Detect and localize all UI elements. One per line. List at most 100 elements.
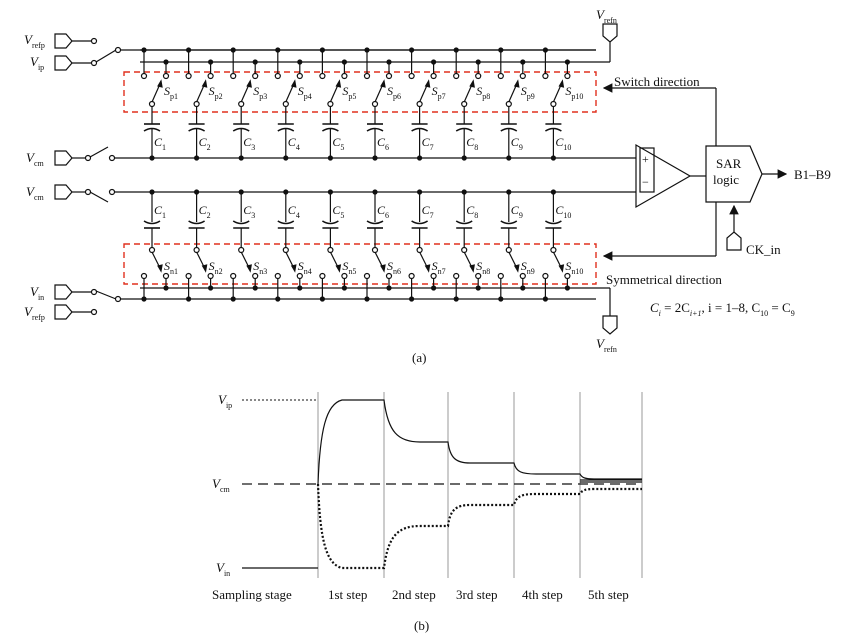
junction-dot [275, 296, 281, 302]
junction-dot [372, 155, 378, 161]
switch-pivot [371, 246, 379, 254]
switch-label-n: Sn1 [164, 259, 178, 276]
bottom-capacitor-array: Sn1C1Sn2C2Sn3C3Sn4C4Sn5C5Sn6C6Sn7C7Sn8C8… [140, 189, 583, 302]
capacitor-label-bottom: C2 [199, 203, 211, 220]
switch-terminal [475, 272, 482, 280]
vin-level-label: Vin [216, 560, 230, 578]
capacitor-plate [411, 220, 429, 225]
capacitor-label-top: C4 [288, 135, 300, 152]
switch-terminal [363, 72, 371, 80]
capacitor-plate [321, 127, 339, 132]
capacitor-plate [544, 220, 562, 225]
capacitor-label-bottom: C1 [154, 203, 166, 220]
switch-terminal [140, 72, 148, 80]
switch-terminal [319, 72, 326, 80]
capacitor-label-top: C7 [422, 135, 434, 152]
vip-waveform [317, 399, 642, 485]
switch-terminal [140, 272, 148, 280]
switch-terminal [519, 272, 526, 280]
junction-dot [208, 285, 214, 291]
switch-terminal [363, 272, 371, 280]
vcm-top-label: Vcm [26, 150, 45, 168]
switch-label-p: Sp6 [387, 84, 401, 101]
switch-terminal [162, 272, 170, 280]
switch-blade [552, 83, 562, 103]
sar-label-line2: logic [713, 172, 739, 187]
switch-blade [196, 83, 206, 103]
switch-terminal [319, 272, 326, 280]
capacitor-plate [366, 220, 384, 225]
capacitor-plate [143, 220, 161, 225]
switch-pivot [327, 246, 334, 254]
stage-label: 3rd step [456, 587, 498, 602]
junction-dot [238, 155, 244, 161]
capacitor-label-bottom: C5 [332, 203, 344, 220]
vrefp-top-label: Vrefp [24, 32, 45, 50]
switch-label-p: Sp7 [432, 84, 446, 101]
sar-logic-block [705, 145, 763, 203]
capacitor-plate [500, 127, 518, 132]
junction-dot [453, 296, 459, 302]
switch-terminal [296, 72, 303, 80]
vrefn-bottom-label: Vrefn [596, 336, 617, 354]
switch-blade [329, 83, 339, 103]
switch-label-p: Sp10 [565, 84, 583, 101]
capacitor-label-top: C9 [511, 135, 523, 152]
switch-terminal [341, 72, 348, 80]
switch-terminal [296, 272, 303, 280]
junction-dot [186, 296, 192, 302]
stage-label: 4th step [522, 587, 563, 602]
junction-dot [283, 155, 289, 161]
switch-terminal [252, 72, 259, 80]
switch-terminal [564, 272, 571, 280]
vrefn-top-label: Vrefn [596, 7, 617, 25]
capacitor-label-bottom: C10 [555, 203, 571, 220]
capacitor-label-top: C5 [332, 135, 344, 152]
junction-dot [461, 155, 467, 161]
capacitor-label-bottom: C8 [466, 203, 478, 220]
switch-terminal [564, 72, 571, 80]
switch-terminal [385, 272, 393, 280]
switch-pivot [148, 100, 156, 108]
junction-dot [386, 285, 392, 291]
switch-terminal [185, 272, 192, 280]
vip-label: Vip [30, 54, 44, 72]
input-labels: Vrefp Vip Vcm Vcm Vin Vrefp [24, 32, 45, 322]
switch-terminal [497, 272, 504, 280]
capacitor-plate [277, 220, 295, 225]
stage-label: 1st step [328, 587, 367, 602]
switch-pivot [505, 246, 512, 254]
capacitor-formula: Ci = 2Ci+1, i = 1–8, C10 = C9 [650, 300, 795, 318]
stage-label: 2nd step [392, 587, 436, 602]
switch-label-n: Sn4 [298, 259, 312, 276]
junction-dot [163, 285, 169, 291]
capacitor-plate [188, 127, 206, 132]
junction-dot [364, 296, 370, 302]
junction-dot [230, 296, 236, 302]
capacitor-plate [277, 127, 295, 132]
junction-dot [550, 155, 557, 161]
switch-terminal [542, 272, 549, 280]
vcm-bottom-label: Vcm [26, 184, 45, 202]
switch-array-box-top [123, 71, 597, 113]
junction-dot [506, 155, 512, 161]
capacitor-label-top: C8 [466, 135, 478, 152]
capacitor-label-top: C10 [555, 135, 571, 152]
switch-terminal [453, 72, 460, 80]
switch-label-p: Sp5 [342, 84, 356, 101]
junction-dot [297, 285, 303, 291]
switch-label-n: Sn8 [476, 259, 490, 276]
switch-label-p: Sp2 [209, 84, 223, 101]
capacitor-plate [321, 220, 339, 225]
switch-label-p: Sp3 [253, 84, 267, 101]
junction-dot [520, 285, 526, 291]
switch-array-box-bottom [123, 243, 597, 285]
switch-pivot [282, 100, 289, 108]
output-label: B1–B9 [794, 167, 831, 182]
top-capacitor-array: Sp1C1Sp2C2Sp3C3Sp4C4Sp5C5Sp6C6Sp7C7Sp8C8… [140, 47, 583, 161]
vip-level-label: Vip [218, 392, 232, 410]
switch-label-n: Sn2 [209, 259, 223, 276]
switch-pivot [193, 246, 200, 254]
vin-label: Vin [30, 284, 44, 302]
switch-pivot [505, 100, 512, 108]
